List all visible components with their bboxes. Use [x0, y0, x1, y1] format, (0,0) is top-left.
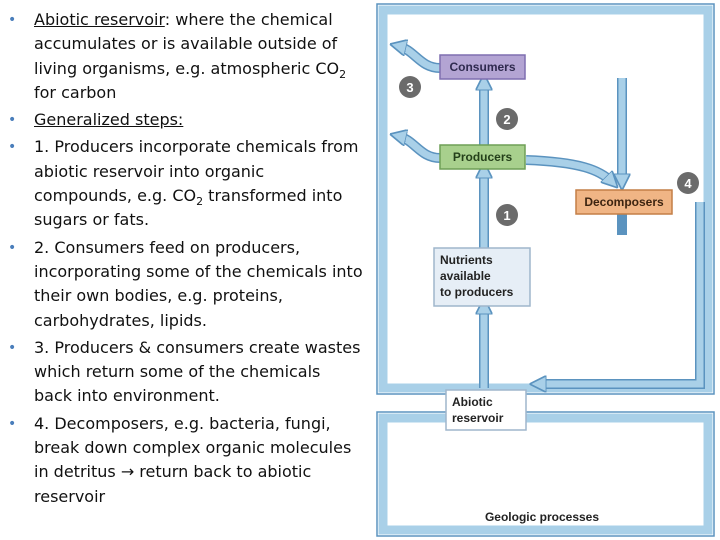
abiotic-label-line2: reservoir: [452, 411, 504, 425]
step-2-label: 2: [503, 112, 510, 127]
bullet-icon: •: [8, 12, 17, 28]
arrow-right-icon: →: [120, 462, 135, 482]
consumers-box: Consumers: [439, 54, 526, 80]
abiotic-reservoir-box: Abiotic reservoir: [445, 389, 527, 431]
geologic-processes-label: Geologic processes: [485, 510, 599, 524]
bullet-step-1: • 1. Producers incorporate chemicals from…: [8, 135, 363, 232]
subscript: 2: [196, 195, 204, 209]
step-1-label: 1: [503, 208, 510, 223]
step-4-marker: 4: [677, 172, 699, 194]
bullet-text: 2. Consumers feed on producers, incorpor…: [34, 237, 363, 330]
step-markers: 1 2 3 4: [399, 76, 699, 226]
bullet-text: : where the chemical accumulates or is a…: [34, 10, 340, 78]
decomposers-box: Decomposers: [575, 189, 673, 215]
term-abiotic-reservoir: Abiotic reservoir: [34, 10, 165, 29]
bullet-step-2: • 2. Consumers feed on producers, incorpo…: [8, 236, 363, 333]
bullet-text-tail: transformed into sugars or fats.: [34, 186, 343, 230]
bullet-text: 1. Producers incorporate chemicals from …: [34, 137, 359, 206]
diagram-frame: [376, 3, 715, 537]
nutrients-label-line3: to producers: [440, 285, 514, 299]
producers-label: Producers: [453, 150, 513, 164]
consumers-label: Consumers: [449, 60, 515, 74]
bullet-text-tail: return back to abiotic reservoir: [34, 462, 312, 506]
step-1-marker: 1: [496, 204, 518, 226]
nutrients-label-line1: Nutrients: [440, 253, 493, 267]
bullet-icon: •: [8, 112, 17, 129]
bullet-text: 3. Producers & consumers create wastes w…: [34, 337, 361, 406]
bullet-abiotic-reservoir: • Abiotic reservoir: where the chemical a…: [8, 8, 363, 105]
bullet-list: • Abiotic reservoir: where the chemical a…: [8, 8, 363, 512]
step-3-marker: 3: [399, 76, 421, 98]
bullet-icon: •: [8, 415, 17, 432]
nutrients-label-line2: available: [440, 269, 491, 283]
bullet-icon: •: [8, 339, 17, 356]
flow-pipes: [398, 46, 705, 388]
nutrients-box: Nutrients available to producers: [433, 247, 531, 307]
bullet-step-3: • 3. Producers & consumers create wastes …: [8, 336, 363, 409]
step-3-label: 3: [406, 80, 413, 95]
step-2-marker: 2: [496, 108, 518, 130]
subscript: 2: [339, 67, 347, 81]
bullet-text: 4. Decomposers, e.g. bacteria, fungi, br…: [34, 413, 352, 482]
term-generalized-steps: Generalized steps:: [34, 110, 184, 130]
abiotic-label-line1: Abiotic: [452, 395, 493, 409]
decomposers-label: Decomposers: [584, 195, 664, 209]
bullet-text-tail: for carbon: [34, 82, 117, 102]
bullet-icon: •: [8, 239, 17, 256]
bullet-step-4: • 4. Decomposers, e.g. bacteria, fungi, b…: [8, 412, 363, 509]
bullet-icon: •: [8, 139, 17, 156]
producers-box: Producers: [439, 144, 526, 170]
step-4-label: 4: [684, 176, 692, 191]
bullet-generalized-steps: • Generalized steps:: [8, 108, 363, 132]
